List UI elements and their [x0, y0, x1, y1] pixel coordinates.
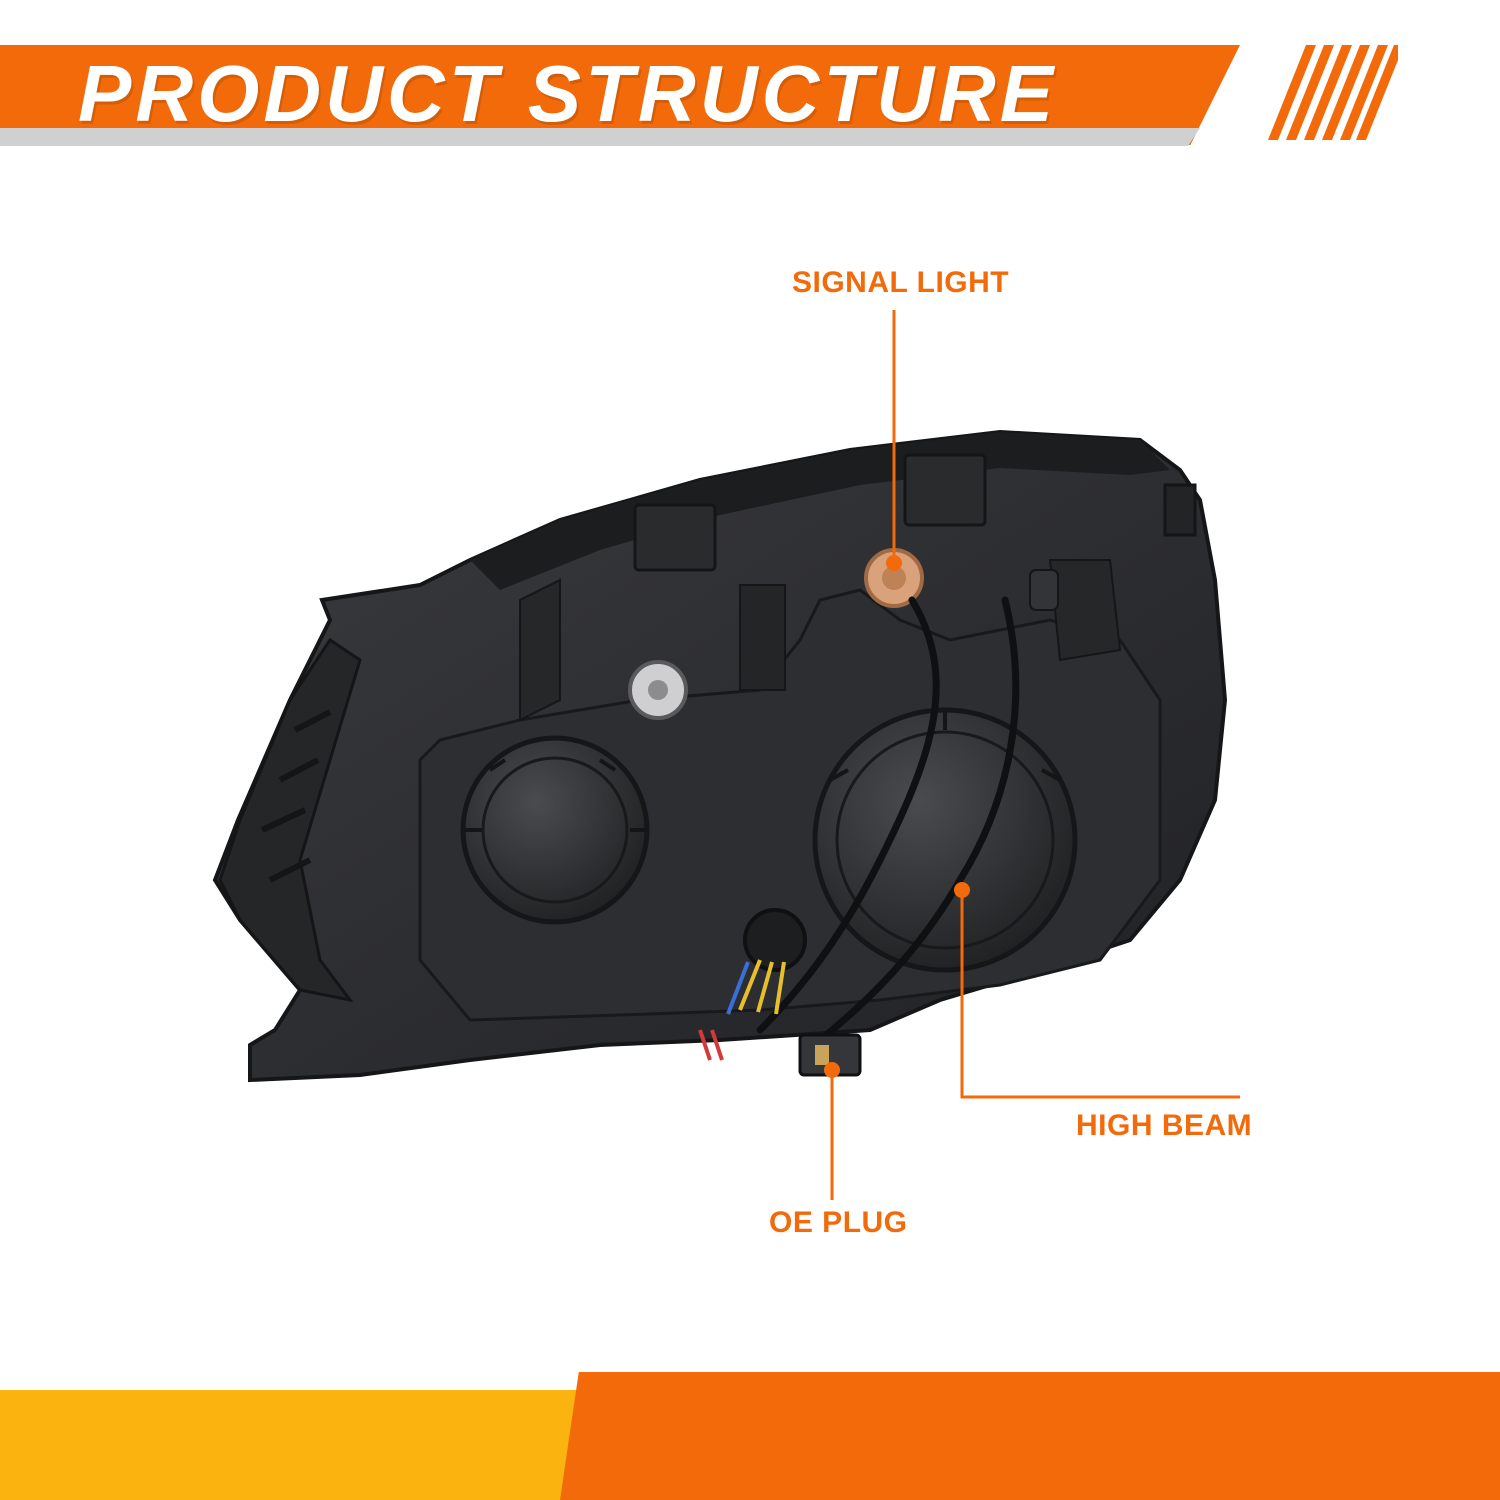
signal-light-label: SIGNAL LIGHT	[792, 266, 1010, 299]
low-beam-dust-cap	[460, 735, 650, 925]
diagonal-stripes-icon	[1268, 45, 1398, 140]
oe-plug-leader	[824, 1062, 840, 1200]
page-title: PRODUCT STRUCTURE	[78, 49, 1058, 138]
high-beam-leader	[954, 882, 1240, 1099]
headlight-housing	[212, 429, 1228, 1083]
footer-band-yellow	[0, 1390, 600, 1500]
title-banner-shadow	[0, 128, 1200, 146]
high-beam-dust-cap	[812, 707, 1078, 973]
high-beam-label: HIGH BEAM	[1076, 1109, 1253, 1142]
footer-band-orange	[560, 1372, 1500, 1500]
signal-light-leader	[886, 310, 902, 571]
oe-plug-label: OE PLUG	[769, 1206, 908, 1239]
wiring-harness	[698, 596, 1020, 1061]
